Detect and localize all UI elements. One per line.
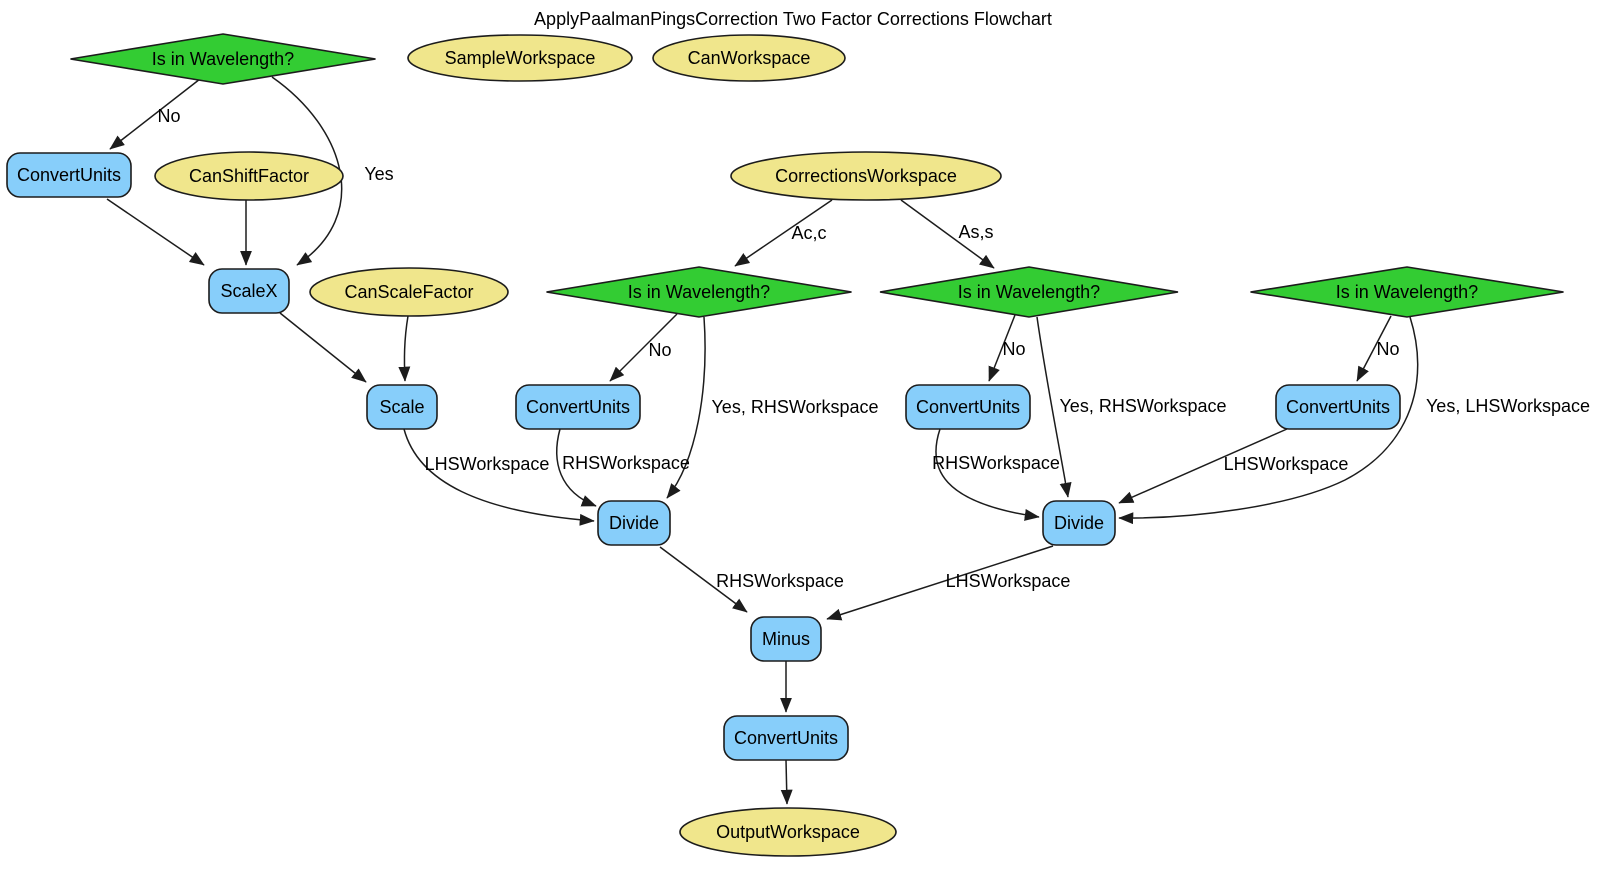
edge-label-lhsworkspace-3: LHSWorkspace [946, 571, 1071, 591]
node-wavelength-check-as: Is in Wavelength? [879, 266, 1179, 318]
edge-wavelength1-no [109, 78, 201, 150]
edge-label-rhsworkspace-3: RHSWorkspace [716, 571, 844, 591]
node-can-scale-factor: CanScaleFactor [309, 267, 509, 317]
edge-scale-divide1 [403, 428, 595, 526]
process-box [597, 500, 671, 546]
edge-label-rhsworkspace-2: RHSWorkspace [932, 453, 1060, 473]
node-label: CanWorkspace [688, 48, 811, 68]
process-box [515, 384, 641, 430]
node-label: Is in Wavelength? [152, 49, 294, 69]
node-can-workspace: CanWorkspace [652, 34, 846, 82]
workspace-ellipse [730, 151, 1002, 201]
node-convert-units-as: ConvertUnits [905, 384, 1031, 430]
node-label: Divide [1054, 513, 1104, 533]
decision-diamond [879, 266, 1179, 318]
edge-label-ass: As,s [958, 222, 993, 242]
edge-label-yes-rhs-2: Yes, RHSWorkspace [1059, 396, 1226, 416]
edge-label-no-1: No [157, 106, 180, 126]
edge-divide1-minus [659, 546, 748, 613]
process-box [905, 384, 1031, 430]
node-label: ConvertUnits [734, 728, 838, 748]
node-label: Is in Wavelength? [628, 282, 770, 302]
edge-convertunits3-divide2 [935, 428, 1040, 521]
edge-wavelength3-no [988, 314, 1016, 382]
edge-label-yes-rhs-1: Yes, RHSWorkspace [711, 397, 878, 417]
node-convert-units-ac: ConvertUnits [515, 384, 641, 430]
workspace-ellipse [679, 807, 897, 857]
edge-label-lhsworkspace-2: LHSWorkspace [1224, 454, 1349, 474]
process-box [208, 268, 290, 314]
node-divide-as: Divide [1042, 500, 1116, 546]
node-label: Is in Wavelength? [1336, 282, 1478, 302]
node-scale: Scale [366, 384, 438, 430]
edge-label-no-4: No [1376, 339, 1399, 359]
edge-convertunits4-divide2 [1118, 428, 1288, 504]
edge-wavelength3-yes [1036, 316, 1072, 498]
node-corrections-workspace: CorrectionsWorkspace [730, 151, 1002, 201]
node-convert-units-sample: ConvertUnits [6, 152, 132, 198]
node-minus: Minus [750, 616, 822, 662]
node-wavelength-check-sample: Is in Wavelength? [70, 33, 376, 85]
edge-corrections-wavelength3 [900, 199, 995, 269]
edge-label-yes-lhs: Yes, LHSWorkspace [1426, 396, 1590, 416]
node-label: ConvertUnits [17, 165, 121, 185]
edge-divide2-minus [826, 545, 1054, 621]
node-divide-ac: Divide [597, 500, 671, 546]
process-box [1042, 500, 1116, 546]
node-convert-units-output: ConvertUnits [723, 715, 849, 761]
decision-diamond [546, 266, 852, 318]
node-scale-x: ScaleX [208, 268, 290, 314]
process-box [1275, 384, 1401, 430]
workspace-ellipse [154, 151, 344, 201]
node-label: Scale [379, 397, 424, 417]
edge-label-lhsworkspace-1: LHSWorkspace [425, 454, 550, 474]
edge-label-acc: Ac,c [791, 223, 826, 243]
edge-wavelength2-no [609, 313, 678, 382]
edge-scalex-scale [279, 312, 367, 383]
edge-label-rhsworkspace-1: RHSWorkspace [562, 453, 690, 473]
edge-convertunits1-scalex [106, 198, 205, 266]
edge-convertunits5-output [780, 759, 793, 805]
node-wavelength-check-ac: Is in Wavelength? [546, 266, 852, 318]
node-label: CanScaleFactor [344, 282, 473, 302]
node-label: OutputWorkspace [716, 822, 860, 842]
edge-wavelength2-yes [666, 316, 706, 499]
edge-corrections-wavelength2 [734, 199, 833, 267]
edge-label-no-2: No [648, 340, 671, 360]
node-label: SampleWorkspace [445, 48, 596, 68]
edge-label-yes-1: Yes [364, 164, 393, 184]
process-box [366, 384, 438, 430]
edge-wavelength4-yes [1118, 316, 1419, 525]
node-label: ConvertUnits [916, 397, 1020, 417]
workspace-ellipse [407, 34, 633, 82]
process-box [750, 616, 822, 662]
process-box [6, 152, 132, 198]
node-label: ConvertUnits [526, 397, 630, 417]
node-label: Divide [609, 513, 659, 533]
workspace-ellipse [652, 34, 846, 82]
node-label: ConvertUnits [1286, 397, 1390, 417]
edge-canscalefactor-scale [398, 315, 411, 382]
process-box [723, 715, 849, 761]
workspace-ellipse [309, 267, 509, 317]
diagram-title: ApplyPaalmanPingsCorrection Two Factor C… [534, 9, 1052, 29]
decision-diamond [70, 33, 376, 85]
node-output-workspace: OutputWorkspace [679, 807, 897, 857]
node-label: Is in Wavelength? [958, 282, 1100, 302]
decision-diamond [1250, 266, 1564, 318]
edge-label-no-3: No [1002, 339, 1025, 359]
node-label: CorrectionsWorkspace [775, 166, 957, 186]
node-label: ScaleX [220, 281, 277, 301]
node-can-shift-factor: CanShiftFactor [154, 151, 344, 201]
edge-convertunits2-divide1 [556, 428, 597, 507]
node-convert-units-lhs: ConvertUnits [1275, 384, 1401, 430]
edge-wavelength4-no [1356, 315, 1392, 382]
node-label: CanShiftFactor [189, 166, 309, 186]
node-sample-workspace: SampleWorkspace [407, 34, 633, 82]
node-wavelength-check-lhs: Is in Wavelength? [1250, 266, 1564, 318]
node-label: Minus [762, 629, 810, 649]
